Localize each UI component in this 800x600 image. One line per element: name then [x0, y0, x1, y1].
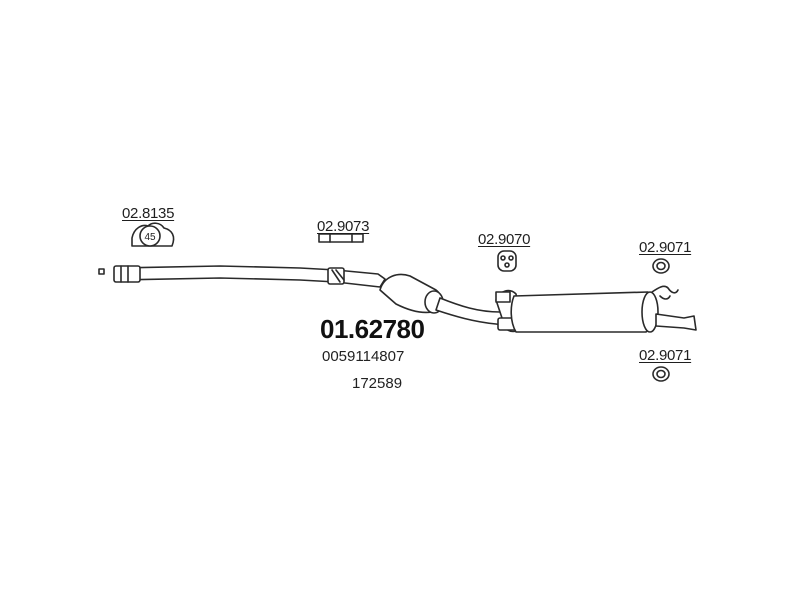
rubber-ring-lower-icon [652, 366, 670, 382]
reference-number: 172589 [352, 375, 403, 392]
pipe-connector-icon [318, 233, 364, 243]
clamp-size-label: 45 [144, 232, 156, 243]
hanger-icon [497, 250, 517, 272]
component-code-hanger: 02.9070 [478, 231, 531, 248]
reference-number: 0059114807 [322, 348, 405, 365]
component-code-connector: 02.9073 [317, 218, 370, 235]
component-code-ring-upper: 02.9071 [639, 239, 692, 256]
intermediate-pipe [435, 289, 523, 333]
rubber-ring-upper-icon [652, 258, 670, 274]
component-code-clamp: 02.8135 [122, 205, 175, 222]
clamp-icon [131, 222, 175, 247]
center-muffler [379, 273, 444, 314]
component-code-ring-lower: 02.9071 [639, 347, 692, 364]
rear-muffler [510, 285, 697, 333]
main-part-number: 01.62780 [320, 314, 425, 344]
pipe-end-marker [98, 268, 105, 275]
front-pipe [113, 265, 386, 288]
